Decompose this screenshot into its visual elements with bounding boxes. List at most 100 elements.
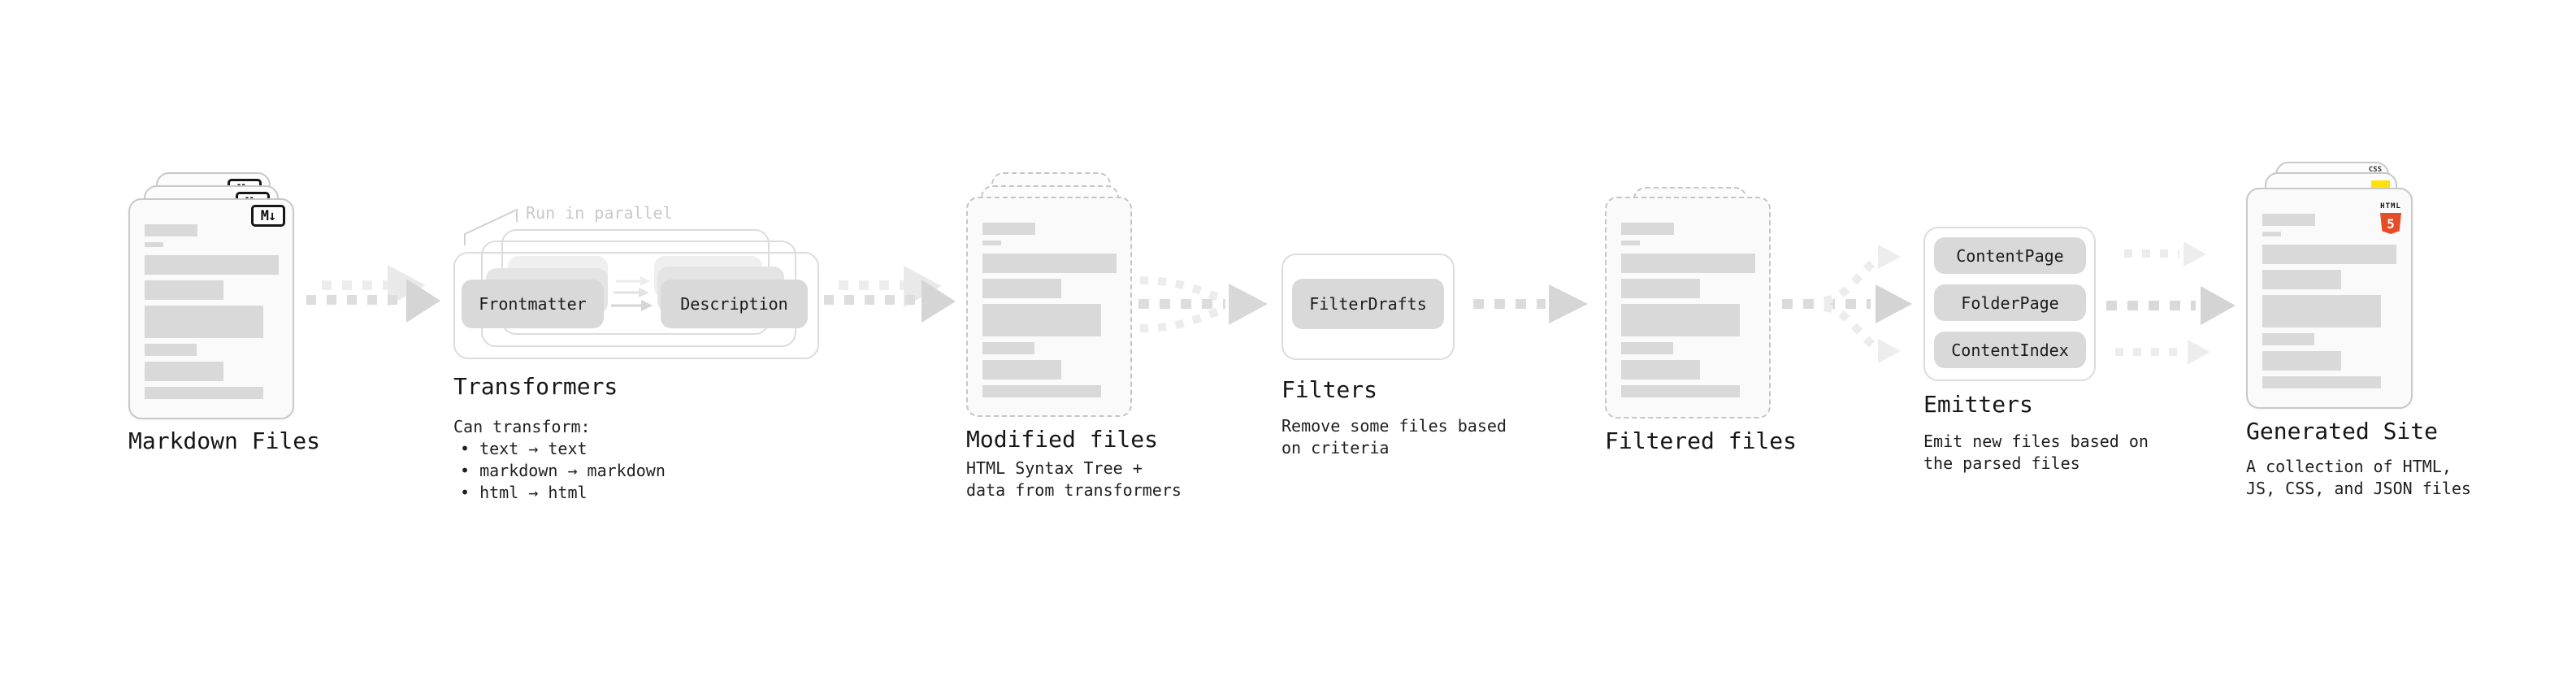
skeleton-line <box>1621 342 1673 354</box>
markdown-files-label: Markdown Files <box>128 427 321 454</box>
generated-site-desc-line: A collection of HTML, <box>2246 457 2452 476</box>
skeleton-line <box>1621 304 1740 336</box>
transformers-desc-item: • markdown → markdown <box>460 461 666 480</box>
arrow-head <box>2184 241 2206 267</box>
merge-curve-top <box>1139 276 1222 302</box>
generated-site-label: Generated Site <box>2246 418 2439 445</box>
transformer-box-front <box>453 252 819 359</box>
skeleton-line <box>982 223 1035 235</box>
arrow-markdown-to-transformers <box>306 265 440 323</box>
skeleton-line <box>1621 241 1640 245</box>
arrow-head <box>1876 284 1912 323</box>
doc-skeleton-lines <box>1621 198 1755 397</box>
skeleton-line <box>145 387 263 399</box>
skeleton-line <box>1621 279 1700 298</box>
transformers-desc-title: Can transform: <box>453 417 591 436</box>
emitter-pill-contentindex: ContentIndex <box>1934 332 2086 368</box>
transformers-desc-item: • text → text <box>460 439 588 458</box>
generated-file-card-front: HTML 5 <box>2246 188 2413 409</box>
skeleton-line <box>982 342 1034 354</box>
split-curve-bottom <box>1823 303 1876 348</box>
arrows-emitters-to-generated <box>2106 241 2236 365</box>
skeleton-line <box>145 280 223 300</box>
run-in-parallel-leader-line <box>464 208 518 245</box>
modified-files-desc-line: HTML Syntax Tree + <box>966 458 1143 478</box>
skeleton-line <box>145 362 223 381</box>
filtered-files-label: Filtered files <box>1605 427 1798 454</box>
skeleton-line <box>2262 333 2314 345</box>
filters-desc-line: Remove some files based <box>1281 416 1507 436</box>
split-curve-top <box>1823 260 1876 305</box>
arrow-head <box>922 280 956 323</box>
skeleton-line <box>982 279 1061 298</box>
filtered-file-card-front <box>1605 197 1771 419</box>
transformer-pill-description: Description <box>661 280 808 328</box>
skeleton-line <box>2262 245 2396 264</box>
emitters-desc-line: the parsed files <box>1923 453 2080 473</box>
skeleton-line <box>145 306 263 338</box>
skeleton-line <box>2262 295 2381 327</box>
skeleton-line <box>1621 254 1755 273</box>
skeleton-line <box>1621 385 1740 397</box>
arrow-filters-to-filtered <box>1473 284 1588 323</box>
filters-label: Filters <box>1281 376 1378 403</box>
js-file-icon <box>2371 180 2390 189</box>
arrow-head <box>640 276 650 286</box>
transformer-pill-frontmatter: Frontmatter <box>462 280 604 328</box>
transformers-desc-item: • html → html <box>460 483 588 502</box>
skeleton-line <box>982 385 1101 397</box>
skeleton-line <box>982 254 1117 273</box>
skeleton-line <box>982 241 1001 245</box>
run-in-parallel-note: Run in parallel <box>526 203 673 223</box>
arrow-head <box>1878 339 1901 363</box>
skeleton-line <box>2262 351 2341 371</box>
emitters-label: Emitters <box>1923 391 2033 418</box>
modified-files-label: Modified files <box>966 426 1159 453</box>
arrow-transformers-to-modified <box>824 266 956 323</box>
arrow-head <box>2201 286 2236 325</box>
doc-skeleton-lines <box>2262 189 2396 388</box>
skeleton-line <box>1621 360 1700 380</box>
skeleton-line <box>145 224 197 236</box>
html5-icon-shield: 5 <box>2380 213 2401 234</box>
arrow-head <box>1229 284 1268 325</box>
skeleton-line <box>2262 376 2381 388</box>
emitters-desc-line: Emit new files based on <box>1923 432 2149 451</box>
doc-skeleton-lines <box>145 200 279 399</box>
merge-curve-bottom <box>1139 306 1222 332</box>
arrow-head <box>406 279 440 323</box>
skeleton-line <box>982 360 1061 380</box>
skeleton-line <box>2262 214 2315 226</box>
skeleton-line <box>1621 223 1674 235</box>
arrow-head <box>639 288 649 297</box>
emitter-pill-contentpage: ContentPage <box>1934 237 2086 274</box>
filters-box <box>1281 254 1455 360</box>
filters-desc-line: on criteria <box>1281 438 1390 458</box>
html5-icon-text: HTML <box>2380 202 2401 210</box>
emitter-pill-folderpage: FolderPage <box>1934 284 2086 321</box>
arrow-head <box>2188 340 2210 365</box>
arrow-head <box>1878 245 1901 269</box>
generated-site-desc-line: JS, CSS, and JSON files <box>2246 479 2471 498</box>
skeleton-line <box>2262 270 2341 289</box>
markdown-file-card-front: M↓ <box>128 198 294 419</box>
skeleton-line <box>145 255 279 275</box>
skeleton-line <box>145 344 197 356</box>
emitters-box <box>1923 227 2096 381</box>
skeleton-line <box>145 242 163 247</box>
markdown-icon: M↓ <box>251 205 285 227</box>
arrow-head <box>641 300 653 311</box>
arrow-head <box>1549 284 1588 323</box>
html5-icon: HTML 5 <box>2380 196 2401 234</box>
doc-skeleton-lines <box>982 198 1117 397</box>
modified-file-card-front <box>966 197 1132 417</box>
arrow-modified-to-filters <box>1138 276 1268 332</box>
transformers-label: Transformers <box>453 373 618 400</box>
skeleton-line <box>982 304 1101 336</box>
skeleton-line <box>2262 232 2281 236</box>
transformer-internal-arrows <box>611 276 653 311</box>
filter-pill-filterdrafts: FilterDrafts <box>1292 279 1444 329</box>
arrow-filtered-to-emitters <box>1782 245 1912 363</box>
